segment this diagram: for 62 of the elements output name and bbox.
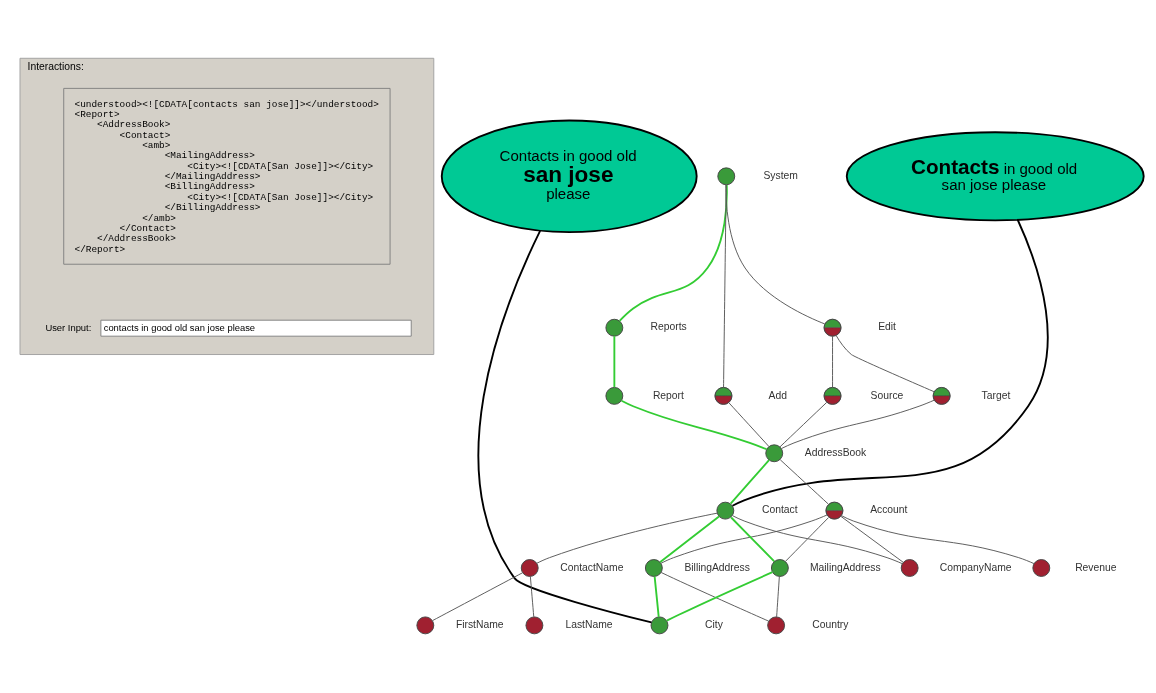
- node-label: City: [705, 618, 723, 630]
- node-label: Country: [812, 618, 849, 630]
- node-label: System: [763, 169, 798, 181]
- node-label: User Input:: [45, 321, 92, 333]
- node-label: CompanyName: [939, 561, 1012, 573]
- node-circle: [1032, 558, 1051, 577]
- node-ellipse: Contacts in good old san jose please: [845, 130, 1145, 221]
- node-label: Revenue: [1075, 561, 1117, 573]
- node-label: Add: [768, 389, 787, 401]
- node-label: FirstName: [455, 618, 504, 630]
- node-circle: [650, 615, 669, 634]
- node-circle: [605, 386, 624, 405]
- node-label: BillingAddress: [684, 561, 750, 573]
- node-label: Report: [652, 389, 684, 401]
- connector: [618, 183, 728, 322]
- node-circle: [525, 615, 544, 634]
- node-label: Edit: [878, 320, 896, 332]
- node-circle: [716, 501, 735, 520]
- connector: [835, 334, 935, 392]
- node-label: Source: [870, 389, 904, 401]
- node-label: AddressBook: [804, 446, 867, 458]
- connector: [780, 399, 935, 449]
- connector: [477, 229, 653, 623]
- connector: [432, 571, 523, 621]
- node-circle: [644, 558, 663, 577]
- node-circle: [770, 558, 789, 577]
- connector: [620, 399, 768, 450]
- connector: [728, 401, 770, 447]
- node-circle: [605, 318, 624, 337]
- connector: [613, 334, 616, 388]
- node-circle: [765, 443, 784, 462]
- node-circle: [900, 558, 919, 577]
- connector: [730, 516, 776, 562]
- node-circle: [767, 615, 786, 634]
- node-label: MailingAddress: [809, 561, 881, 573]
- connector: [529, 575, 535, 617]
- node-ellipse: Contacts in good old san jose please: [440, 119, 698, 233]
- node-label: ContactName: [560, 561, 624, 573]
- node-label: Target: [981, 389, 1011, 401]
- connector: [776, 575, 780, 617]
- connector: [731, 218, 1049, 507]
- connector: [536, 512, 718, 564]
- node-label: LastName: [565, 618, 613, 630]
- node-circle: [416, 615, 435, 634]
- connector: [779, 401, 828, 447]
- connector: [729, 458, 770, 505]
- connector: [659, 515, 720, 563]
- connector: [660, 514, 828, 564]
- connector: [832, 335, 833, 387]
- connector: [725, 183, 826, 324]
- connector: [779, 458, 829, 505]
- node-circle: [520, 558, 539, 577]
- connector: [732, 514, 903, 564]
- connector: [653, 575, 660, 618]
- connector: [840, 515, 904, 563]
- node-label: Contact: [762, 503, 798, 515]
- connector: [785, 516, 830, 562]
- connector: [841, 514, 1035, 564]
- node-label: Account: [870, 503, 908, 515]
- node-circle: [717, 166, 736, 185]
- node-label: Reports: [650, 320, 687, 332]
- connector: [723, 184, 727, 388]
